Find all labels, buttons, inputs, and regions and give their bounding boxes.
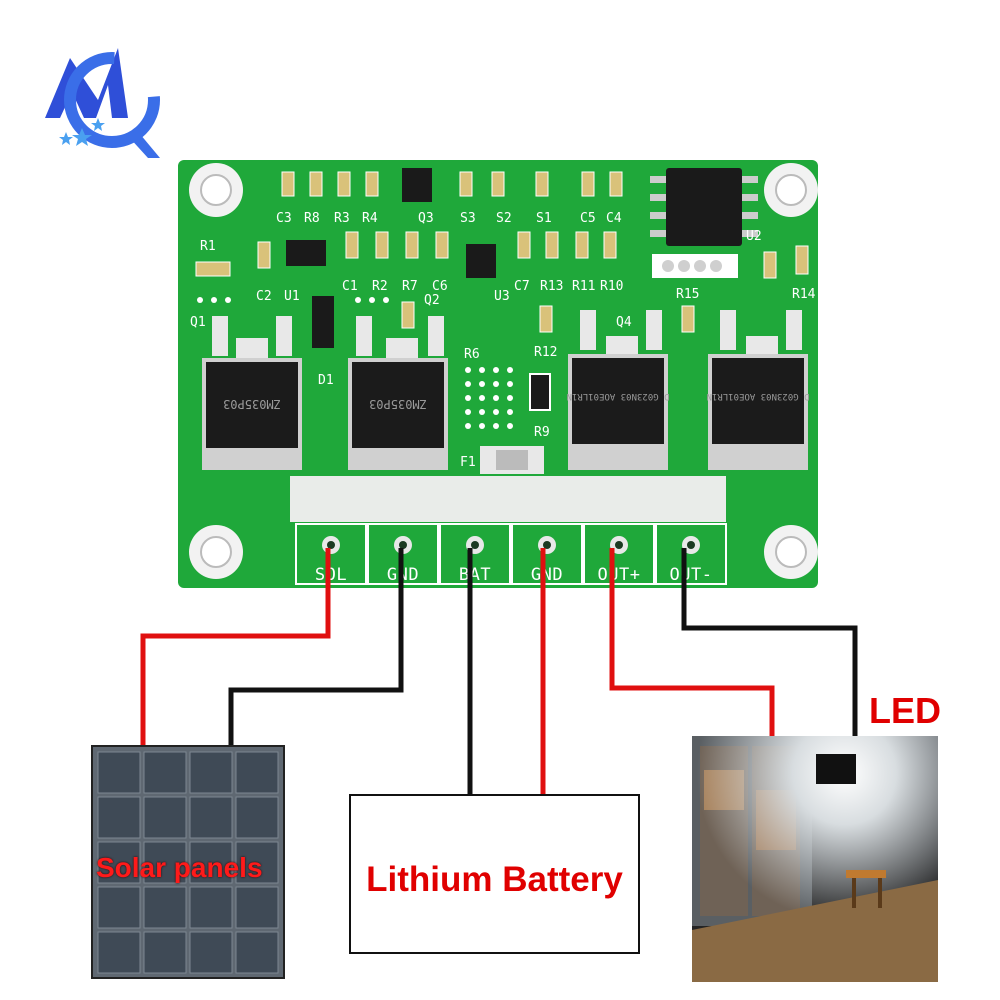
- lithium-battery: Lithium Battery: [349, 794, 640, 954]
- component-label-s2: S2: [496, 211, 512, 226]
- component-label-u1: U1: [284, 289, 300, 304]
- component-label-r1: R1: [200, 239, 216, 254]
- component-label-r6: R6: [464, 347, 480, 362]
- component-label-s1: S1: [536, 211, 552, 226]
- component-label-r2: R2: [372, 279, 388, 294]
- component-label-r8: R8: [304, 211, 320, 226]
- mounting-hole: [189, 163, 243, 217]
- wire-out-minus: [681, 548, 858, 738]
- led-lamp-photo: [692, 736, 938, 982]
- component-label-f1: F1: [460, 455, 476, 470]
- component-label-r3: R3: [334, 211, 350, 226]
- mosfet-q1-marking: ZM035P03: [223, 397, 281, 411]
- component-label-c2: C2: [256, 289, 272, 304]
- component-label-r7: R7: [402, 279, 418, 294]
- led-label: LED: [869, 690, 941, 731]
- wire-solar-gnd: [228, 548, 404, 748]
- terminal-label: BAT: [459, 565, 491, 585]
- component-label-r14: R14: [792, 287, 816, 302]
- pcb-board: ZM035P03 ZM035P03 D G023N03 AOE01LR1N D …: [178, 160, 818, 588]
- component-label-r12: R12: [534, 345, 557, 360]
- component-label-c7: C7: [514, 279, 530, 294]
- mosfet-q1: ZM035P03: [202, 316, 302, 470]
- brand-logo: [45, 48, 160, 158]
- component-label-r9: R9: [534, 425, 550, 440]
- component-label-q3: Q3: [418, 211, 434, 226]
- wire-sol: [140, 548, 331, 748]
- component-label-u2: U2: [746, 229, 762, 244]
- component-label-q2: Q2: [424, 293, 440, 308]
- component-label-r10: R10: [600, 279, 623, 294]
- mosfet-q2-marking: ZM035P03: [369, 397, 427, 411]
- mosfet-q2: ZM035P03: [348, 316, 448, 470]
- component-label-c3: C3: [276, 211, 292, 226]
- battery-label: Lithium Battery: [366, 860, 623, 899]
- component-label-c1: C1: [342, 279, 358, 294]
- terminal-outplus-4: OUT+: [583, 523, 655, 585]
- wires: [140, 548, 858, 796]
- terminal-label: OUT+: [598, 565, 641, 585]
- terminal-bat-2: BAT: [439, 523, 511, 585]
- wire-out-plus: [609, 548, 775, 738]
- terminal-gnd-3: GND: [511, 523, 583, 585]
- terminal-outminus-5: OUT-: [655, 523, 727, 585]
- terminal-sol-0: SOL: [295, 523, 367, 585]
- component-label-r4: R4: [362, 211, 378, 226]
- mosfet-q5: D G023N03 AOE01LR1N: [707, 310, 810, 470]
- component-label-d1: D1: [318, 373, 334, 388]
- component-label-r15: R15: [676, 287, 699, 302]
- solar-panel: [91, 745, 285, 979]
- mosfet-q4-marking: D G023N03 AOE01LR1N: [567, 391, 670, 401]
- component-label-c4: C4: [606, 211, 622, 226]
- terminal-label: SOL: [315, 565, 347, 585]
- terminal-label: GND: [531, 565, 563, 585]
- component-label-r11: R11: [572, 279, 595, 294]
- terminal-label: OUT-: [670, 565, 713, 585]
- component-label-c5: C5: [580, 211, 596, 226]
- solar-panel-label: Solar panels: [96, 852, 263, 883]
- component-label-s3: S3: [460, 211, 476, 226]
- component-label-u3: U3: [494, 289, 510, 304]
- mounting-hole: [189, 525, 243, 579]
- component-label-q1: Q1: [190, 315, 206, 330]
- mounting-hole: [764, 163, 818, 217]
- mounting-hole: [764, 525, 818, 579]
- component-label-r13: R13: [540, 279, 563, 294]
- component-label-q4: Q4: [616, 315, 632, 330]
- component-label-c6: C6: [432, 279, 448, 294]
- mosfet-q5-marking: D G023N03 AOE01LR1N: [707, 391, 810, 401]
- mosfet-q4: D G023N03 AOE01LR1N: [567, 310, 670, 470]
